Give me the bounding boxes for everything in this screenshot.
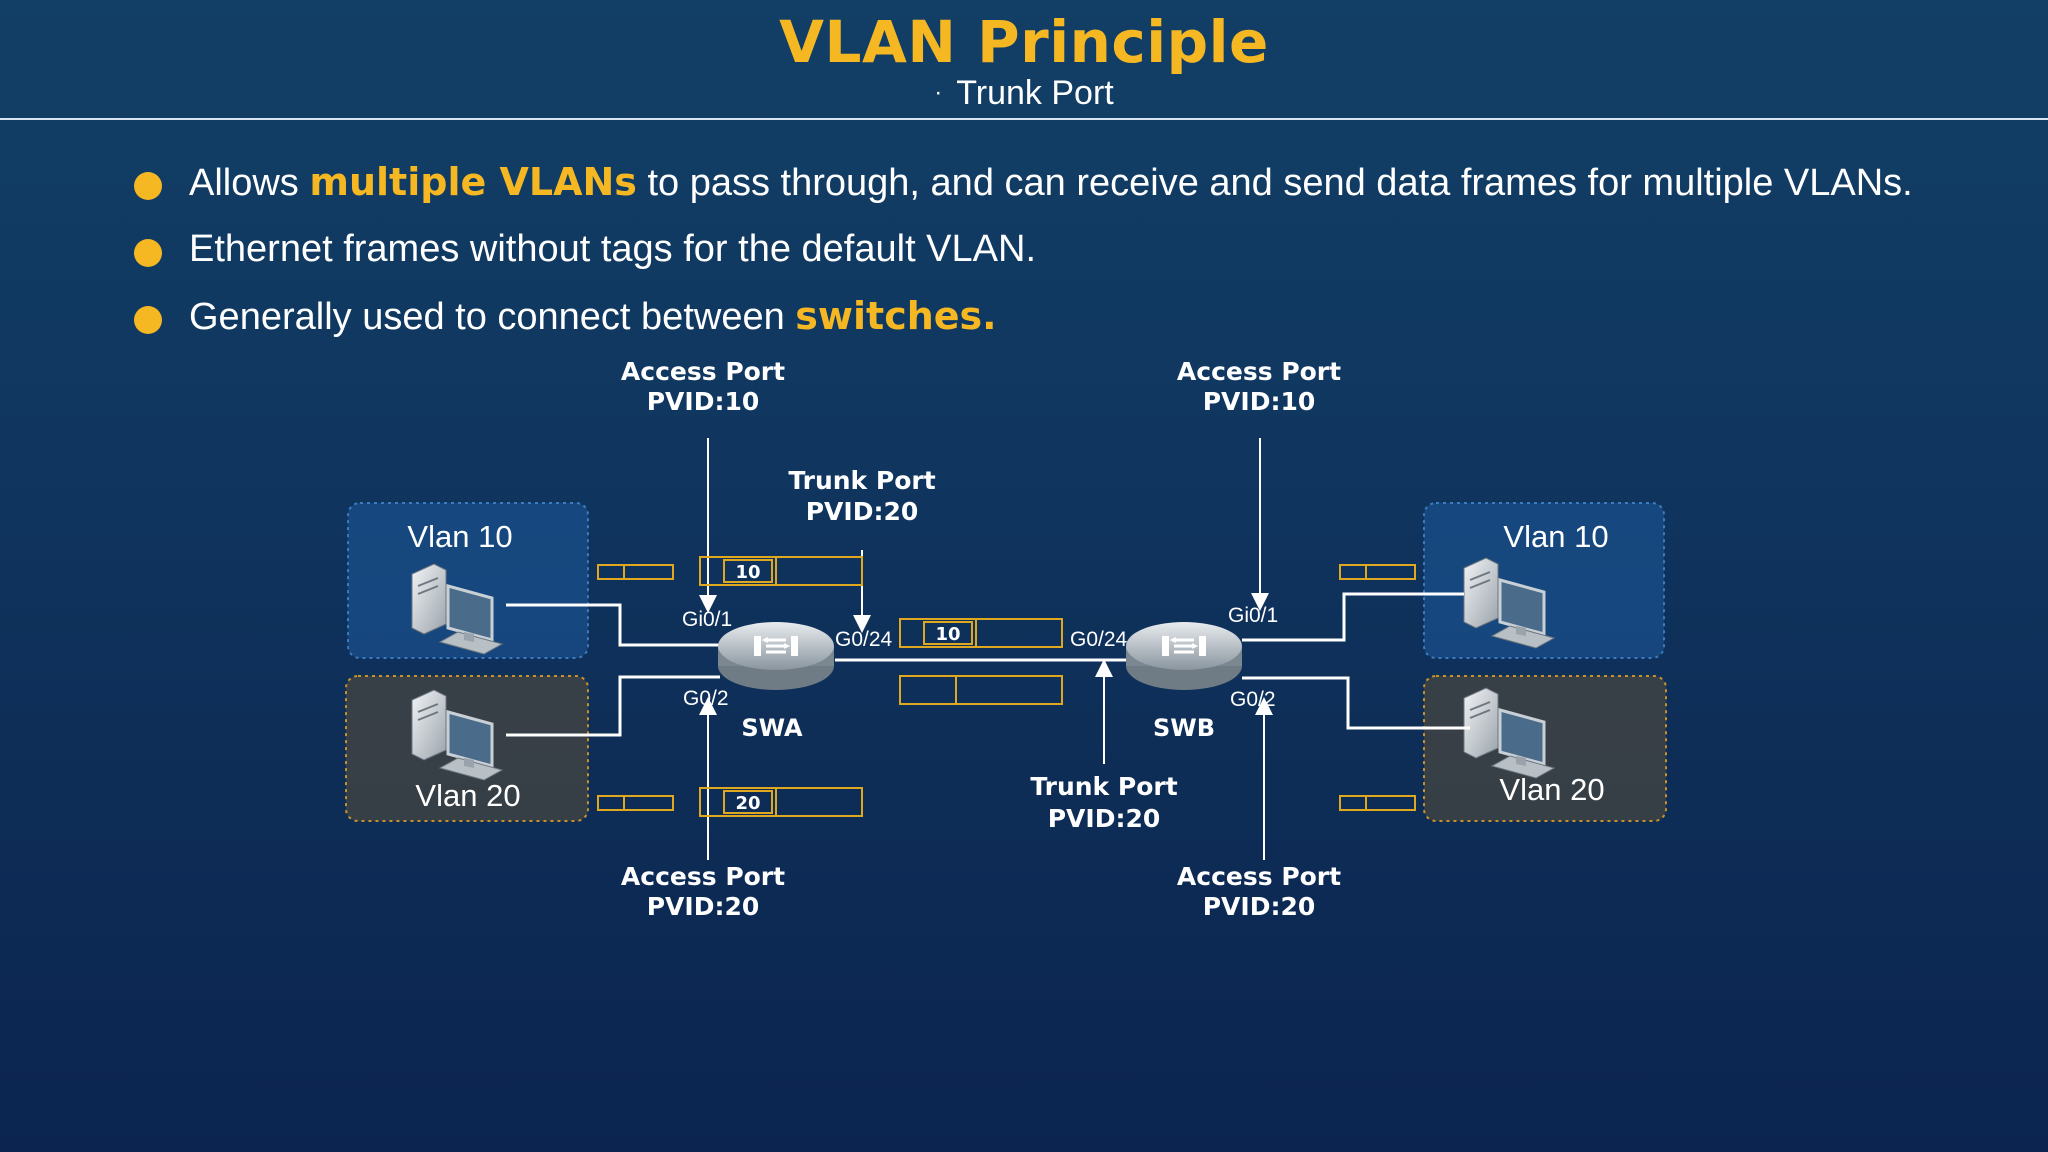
callout-label: Access Port: [621, 862, 785, 891]
vlan-tag-label: 20: [735, 793, 760, 814]
port-label: G0/2: [683, 687, 729, 710]
callout-label: PVID:20: [647, 892, 760, 921]
callout-label: Access Port: [1177, 862, 1341, 891]
port-label: Gi0/1: [1228, 604, 1278, 627]
callout-label: Trunk Port: [788, 466, 935, 495]
callout-label: Trunk Port: [1030, 772, 1177, 801]
bullet-text: Generally used to connect between switch…: [189, 294, 997, 338]
bullet-text: Allows multiple VLANs to pass through, a…: [189, 160, 1913, 204]
vlan-tag-box: [723, 790, 773, 814]
slide-title: VLAN Principle: [779, 8, 1269, 76]
vlan-tag-label: 10: [735, 562, 760, 583]
switch-icon: [1124, 620, 1244, 692]
subtitle-text: Trunk Port: [956, 74, 1114, 112]
vlan10-box-left: [347, 502, 589, 659]
subtitle-marker: ·: [934, 79, 943, 106]
callout-label: PVID:10: [647, 387, 760, 416]
callout-arrows: [699, 438, 1273, 860]
bullet-highlight: switches.: [795, 294, 997, 338]
vlan20-label-left: Vlan 20: [415, 778, 520, 813]
callout-label: PVID:10: [1203, 387, 1316, 416]
port-label: G0/24: [1070, 628, 1128, 651]
port-label: G0/24: [835, 628, 893, 651]
callout-label: PVID:20: [1203, 892, 1316, 921]
bullet-dot-icon: [134, 172, 162, 200]
network-links: [506, 592, 1470, 737]
bullet-dot-icon: [134, 239, 162, 267]
switch-icon: [716, 620, 836, 692]
vlan-tag-box: [923, 621, 973, 645]
callout-label: PVID:20: [806, 497, 919, 526]
vlan10-label-right: Vlan 10: [1503, 519, 1608, 554]
bullet-highlight: multiple VLANs: [309, 160, 637, 204]
slide-subtitle: · Trunk Port: [0, 74, 2048, 113]
callout-label: Access Port: [621, 357, 785, 386]
callout-label: Access Port: [1177, 357, 1341, 386]
switch-a-label: SWA: [741, 714, 803, 742]
vlan-tag-box: [723, 559, 773, 583]
header-divider: [0, 118, 2048, 120]
port-label: G0/2: [1230, 688, 1276, 711]
vlan20-label-right: Vlan 20: [1499, 772, 1604, 807]
vlan-tag-label: 10: [935, 624, 960, 645]
port-label: Gi0/1: [682, 608, 732, 631]
vlan10-label-left: Vlan 10: [407, 519, 512, 554]
bullet-text: Ethernet frames without tags for the def…: [189, 228, 1037, 270]
switch-b-label: SWB: [1153, 714, 1215, 742]
bullet-dot-icon: [134, 306, 162, 334]
callout-label: PVID:20: [1048, 804, 1161, 833]
ethernet-frames: [597, 556, 1416, 817]
